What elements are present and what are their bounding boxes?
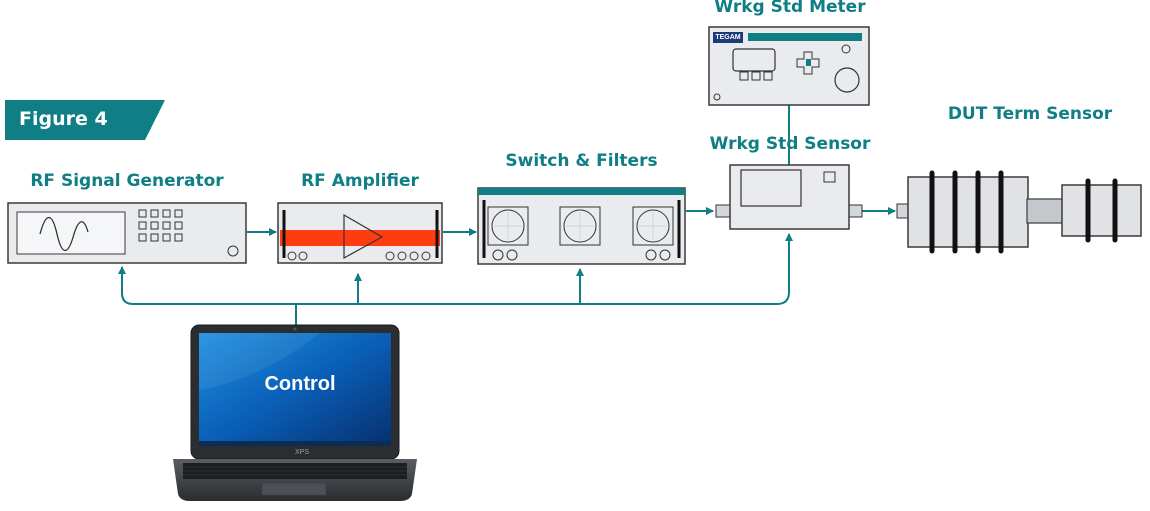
laptop-brand-logo: XPS [294,449,309,456]
control-bus [121,234,790,325]
tegam-logo: TEGAM [713,32,743,43]
figure-label: Figure 4 [19,108,108,130]
label-std-meter: Wrkg Std Meter [714,0,866,17]
connections [118,105,896,325]
switch-filters-device [477,187,686,265]
std-sensor-device [715,164,863,230]
label-switch-filters: Switch & Filters [505,151,658,171]
label-signal-generator: RF Signal Generator [30,171,224,191]
label-std-sensor: Wrkg Std Sensor [709,134,871,154]
dut-sensor-device [896,170,1142,254]
sine-wave-icon [39,216,89,252]
amplifier-device [277,202,443,264]
figure-badge: Figure 4 [5,100,165,140]
amplifier-triangle-icon [343,213,384,260]
std-meter-device [708,26,870,106]
label-dut-sensor: DUT Term Sensor [947,104,1113,124]
signal-generator-device [7,202,247,264]
label-amplifier: RF Amplifier [301,171,419,191]
label-control: Control [264,373,336,395]
laptop-device [173,324,417,501]
